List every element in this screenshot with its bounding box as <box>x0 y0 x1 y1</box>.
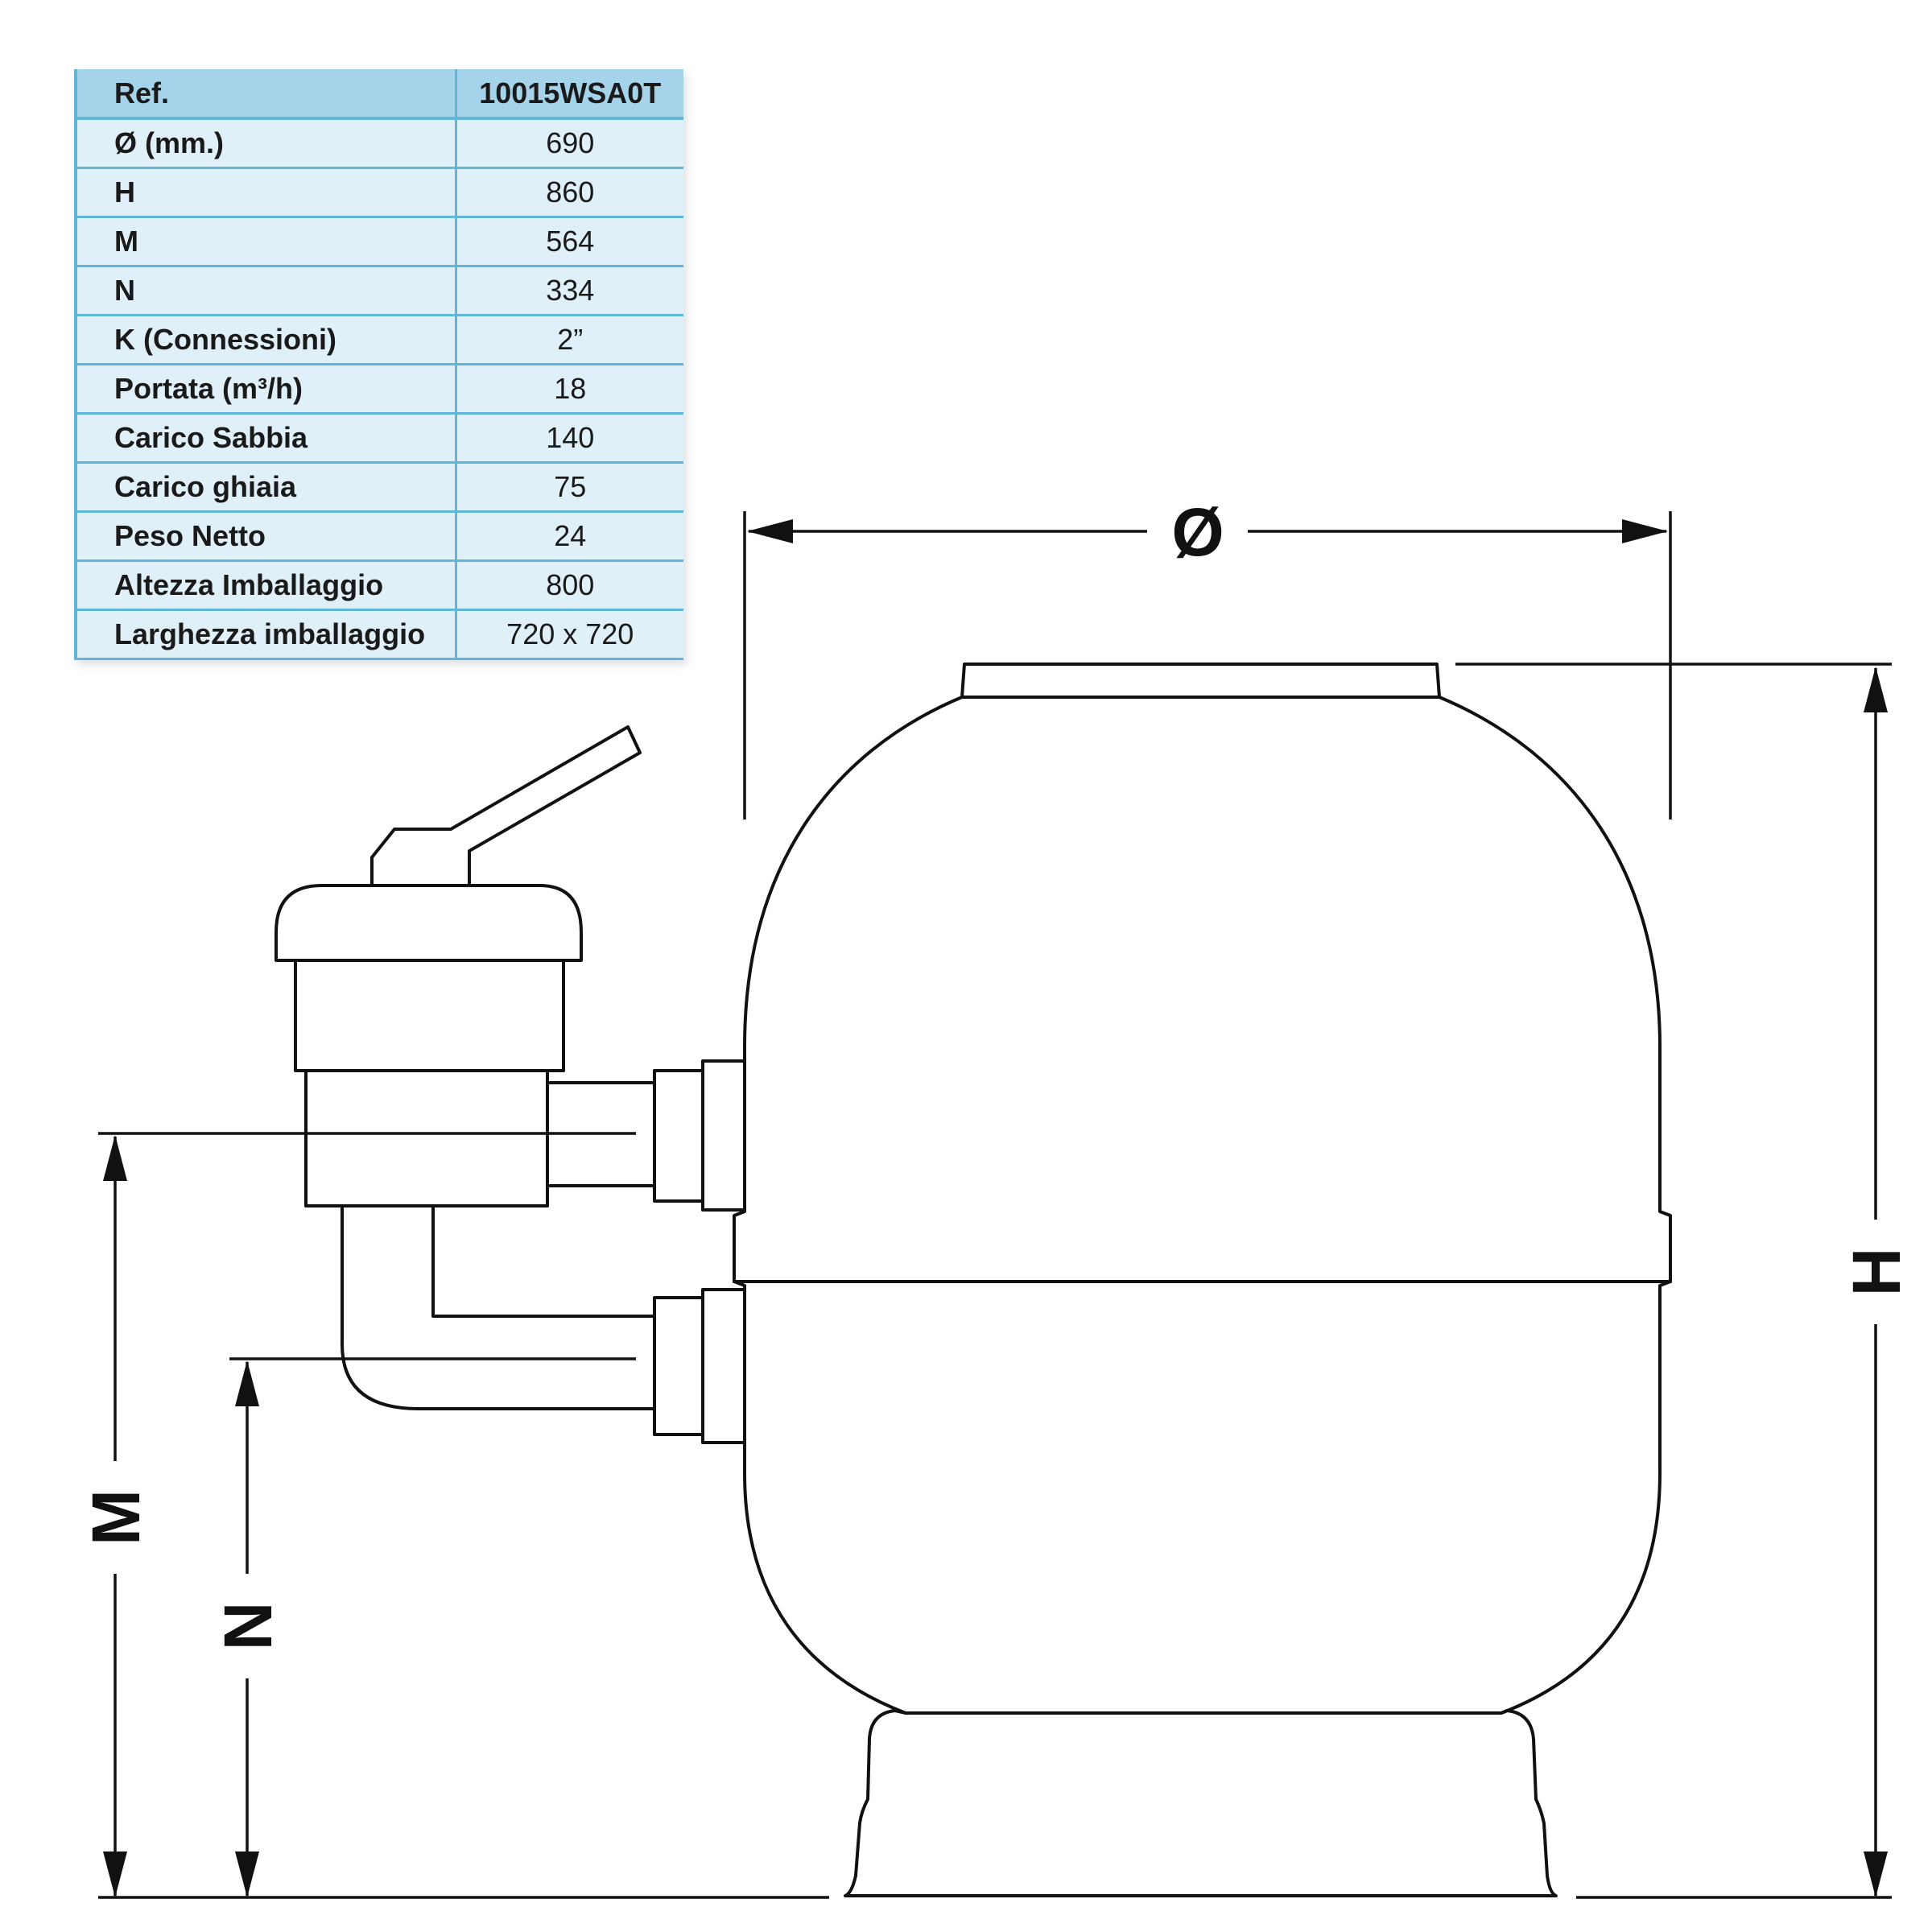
upper-pipe-fitting-outer <box>653 1069 704 1203</box>
m-label: M <box>78 1489 154 1546</box>
spec-value: 800 <box>456 560 683 611</box>
spec-label: K (Connessioni) <box>74 315 457 365</box>
spec-label: Portata (m³/h) <box>74 364 457 415</box>
spec-row-sand-load: Carico Sabbia 140 <box>74 413 683 464</box>
spec-row-h: H 860 <box>74 167 683 218</box>
spec-row-gravel-load: Carico ghiaia 75 <box>74 462 683 513</box>
spec-label: Ø (mm.) <box>74 118 457 169</box>
spec-row-connections: K (Connessioni) 2” <box>74 315 683 365</box>
m-dimension: M <box>78 1132 636 1897</box>
diameter-dimension: Ø <box>743 494 1672 819</box>
valve-cap <box>275 884 583 962</box>
spec-label: N <box>74 266 457 316</box>
spec-value: 334 <box>456 266 683 316</box>
arrow-up-icon <box>235 1360 259 1406</box>
arrow-up-icon <box>1864 667 1888 712</box>
valve-lower-pipe-inner <box>431 1204 656 1318</box>
spec-header-value: 10015WSA0T <box>456 69 683 120</box>
spec-value: 860 <box>456 167 683 218</box>
spec-row-n: N 334 <box>74 266 683 316</box>
upper-pipe-fitting-inner <box>701 1059 746 1212</box>
valve-upper-body <box>294 959 565 1072</box>
spec-label: Carico ghiaia <box>74 462 457 513</box>
spec-value: 24 <box>456 511 683 562</box>
spec-row-flow: Portata (m³/h) 18 <box>74 364 683 415</box>
spec-value: 720 x 720 <box>456 609 683 660</box>
spec-label: Altezza Imballaggio <box>74 560 457 611</box>
spec-label: H <box>74 167 457 218</box>
arrow-up-icon <box>103 1135 127 1181</box>
spec-row-net-weight: Peso Netto 24 <box>74 511 683 562</box>
spec-row-diameter: Ø (mm.) 690 <box>74 118 683 169</box>
tank-base-stand <box>844 1709 1558 1897</box>
spec-row-package-height: Altezza Imballaggio 800 <box>74 560 683 611</box>
spec-row-m: M 564 <box>74 217 683 267</box>
spec-value: 2” <box>456 315 683 365</box>
spec-header-label: Ref. <box>74 69 457 120</box>
filter-tank <box>733 663 1672 1897</box>
lower-pipe-fitting-inner <box>701 1288 746 1444</box>
spec-value: 564 <box>456 217 683 267</box>
lower-pipe-fitting-outer <box>653 1296 704 1436</box>
valve-lower-pipe-outer <box>341 1204 656 1410</box>
spec-label: Larghezza imballaggio <box>74 609 457 660</box>
multiport-valve <box>275 725 746 1444</box>
height-dimension: H <box>1455 663 1914 1897</box>
arrow-right-icon <box>1622 519 1668 543</box>
spec-value: 690 <box>456 118 683 169</box>
height-label: H <box>1839 1248 1914 1297</box>
valve-handle <box>370 725 642 887</box>
arrow-down-icon <box>235 1852 259 1897</box>
spec-table: Ref. 10015WSA0T Ø (mm.) 690 H 860 M 564 … <box>74 69 683 660</box>
tank-upper-dome-right <box>1438 696 1672 1283</box>
tank-upper-dome <box>733 696 964 1283</box>
spec-value: 140 <box>456 413 683 464</box>
spec-label: M <box>74 217 457 267</box>
spec-value: 18 <box>456 364 683 415</box>
arrow-down-icon <box>103 1852 127 1897</box>
valve-lower-body <box>304 1069 549 1208</box>
spec-row-package-width: Larghezza imballaggio 720 x 720 <box>74 609 683 660</box>
n-label: N <box>210 1602 286 1651</box>
n-dimension: N <box>210 1357 636 1897</box>
spec-label: Peso Netto <box>74 511 457 562</box>
tank-top-lid <box>960 663 1441 699</box>
arrow-left-icon <box>747 519 793 543</box>
spec-value: 75 <box>456 462 683 513</box>
spec-label: Carico Sabbia <box>74 413 457 464</box>
spec-header-row: Ref. 10015WSA0T <box>74 69 683 120</box>
tank-lower-body <box>733 1280 1672 1715</box>
diameter-label: Ø <box>1171 494 1224 570</box>
arrow-down-icon <box>1864 1852 1888 1897</box>
